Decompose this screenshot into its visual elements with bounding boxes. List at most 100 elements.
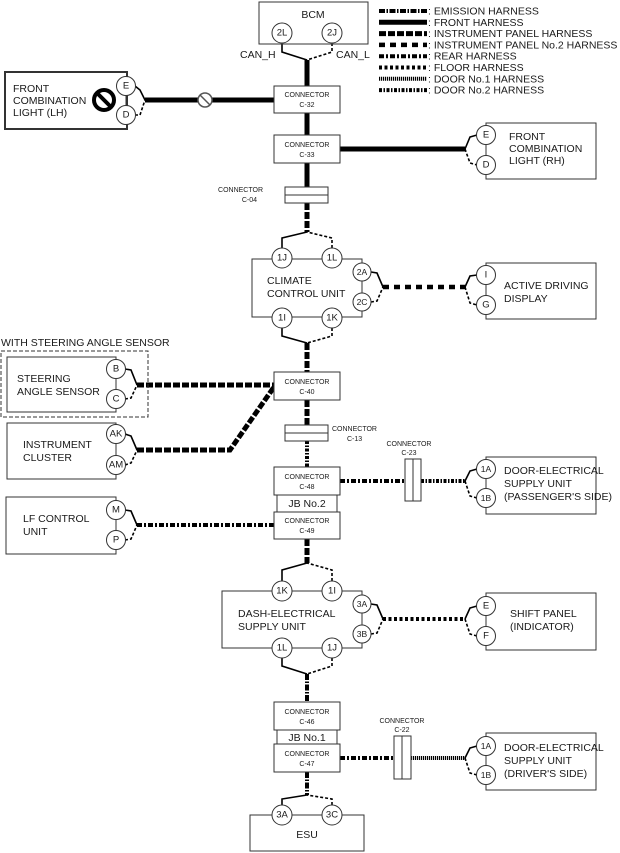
pin-1J: 1J (321, 637, 343, 659)
pin-3A: 3A (271, 804, 293, 826)
legend-label-ip2: : INSTRUMENT PANEL No.2 HARNESS (428, 39, 617, 51)
can-h-wire (464, 605, 478, 620)
pin-3A: 3A (352, 594, 372, 614)
pin-C: C (106, 389, 126, 409)
svg-text:AM: AM (109, 460, 123, 471)
can-h-wire (281, 562, 308, 581)
pin-1I: 1I (271, 307, 293, 329)
optional-equipment-boundary (0, 350, 149, 418)
module-climate-control-unit[interactable]: CLIMATE CONTROL UNIT 1J 1L 1I 1K 2A 2C (251, 247, 372, 329)
svg-text:B: B (113, 364, 119, 375)
can-l-wire (306, 658, 333, 675)
pin-1K: 1K (271, 580, 293, 602)
junction-block-2[interactable]: CONNECTOR C-48 JB No.2 CONNECTOR C-49 (273, 466, 341, 540)
can-h-wire (464, 134, 478, 150)
module-door-electrical-supply-unit-passenger[interactable]: DOOR-ELECTRICAL SUPPLY UNIT (PASSENGER'S… (476, 456, 613, 515)
module-dash-electrical-supply-unit[interactable]: DASH-ELECTRICAL SUPPLY UNIT 1K 1I 1L 1J … (221, 580, 372, 659)
svg-text:C-22: C-22 (394, 727, 409, 734)
module-lf-control-unit[interactable]: LF CONTROL UNIT M P (5, 496, 126, 555)
can-h-wire (281, 794, 308, 805)
pin-AM: AM (106, 455, 126, 475)
module-bcm[interactable]: BCM 2L 2J (258, 1, 369, 45)
module-door-electrical-supply-unit-driver[interactable]: DOOR-ELECTRICAL SUPPLY UNIT (DRIVER'S SI… (476, 732, 604, 791)
svg-text:SUPPLY UNIT: SUPPLY UNIT (504, 755, 572, 767)
svg-text:E: E (483, 130, 489, 141)
svg-text:CONTROL UNIT: CONTROL UNIT (267, 288, 346, 300)
svg-text:C-23: C-23 (401, 450, 416, 457)
module-front-combination-light-lh[interactable]: FRONT COMBINATION LIGHT (LH) E D (4, 71, 136, 130)
connector-c40[interactable]: CONNECTOR C-40 (273, 371, 341, 401)
svg-text:DASH-ELECTRICAL: DASH-ELECTRICAL (238, 608, 336, 620)
pin-1L: 1L (321, 247, 343, 269)
module-front-combination-light-rh[interactable]: FRONT COMBINATION LIGHT (RH) E D (476, 122, 597, 180)
module-active-driving-display[interactable]: ACTIVE DRIVING DISPLAY I G (476, 262, 597, 320)
legend-label-front: : FRONT HARNESS (428, 17, 523, 29)
can-l-wire (464, 757, 478, 776)
front-light-lh-label-1: FRONT (13, 83, 50, 95)
legend-label-door2: : DOOR No.2 HARNESS (428, 85, 544, 97)
pin-1I: 1I (321, 580, 343, 602)
can-h-wire (281, 328, 308, 344)
svg-text:3C: 3C (326, 810, 338, 821)
connector-c22[interactable]: CONNECTOR C-22 (380, 718, 425, 780)
module-shift-panel[interactable]: SHIFT PANEL (INDICATOR) E F (476, 592, 597, 651)
svg-text:CONNECTOR: CONNECTOR (285, 379, 330, 386)
svg-text:2J: 2J (327, 28, 337, 39)
svg-text:CONNECTOR: CONNECTOR (387, 441, 432, 448)
svg-text:1B: 1B (481, 770, 492, 780)
svg-text:DOOR-ELECTRICAL: DOOR-ELECTRICAL (504, 465, 604, 477)
connector-c23[interactable]: CONNECTOR C-23 (387, 441, 432, 502)
svg-text:COMBINATION: COMBINATION (509, 143, 582, 155)
harness-wires (124, 43, 478, 805)
legend-label-ip: : INSTRUMENT PANEL HARNESS (428, 28, 592, 40)
svg-text:ESU: ESU (296, 829, 318, 841)
svg-text:2A: 2A (357, 267, 368, 277)
can-l-wire (306, 562, 333, 581)
junction-block-1[interactable]: CONNECTOR C-46 JB No.1 CONNECTOR C-47 (273, 701, 341, 773)
svg-text:FRONT: FRONT (509, 131, 546, 143)
svg-text:STEERING: STEERING (17, 373, 71, 385)
can-l-wire (124, 384, 138, 400)
connector-c13[interactable]: CONNECTOR C-13 (284, 424, 377, 443)
connector-c46 (273, 701, 341, 731)
connector-c04[interactable]: CONNECTOR C-04 (218, 186, 329, 204)
legend-label-rear: : REAR HARNESS (428, 51, 517, 63)
pin-B: B (106, 359, 126, 379)
pin-1L: 1L (271, 637, 293, 659)
can-h-wire (281, 43, 308, 61)
svg-text:E: E (123, 81, 129, 92)
can-l-wire (464, 618, 478, 637)
svg-text:M: M (112, 505, 120, 516)
svg-text:(PASSENGER'S SIDE): (PASSENGER'S SIDE) (504, 491, 612, 503)
module-steering-angle-sensor[interactable]: STEERING ANGLE SENSOR B C (6, 356, 126, 413)
can-h-wire (464, 468, 478, 482)
svg-text:SHIFT PANEL: SHIFT PANEL (510, 608, 577, 620)
can-h-wire (124, 509, 138, 526)
svg-text:SUPPLY UNIT: SUPPLY UNIT (238, 621, 306, 633)
svg-text:CONNECTOR: CONNECTOR (285, 709, 330, 716)
pin-1B: 1B (476, 765, 496, 785)
svg-text:3B: 3B (357, 629, 368, 639)
svg-text:1A: 1A (481, 464, 492, 474)
pin-2C: 2C (352, 292, 372, 312)
pin-2A: 2A (352, 262, 372, 282)
module-instrument-cluster[interactable]: INSTRUMENT CLUSTER AK AM (6, 422, 126, 480)
connector-c33[interactable]: CONNECTOR C-33 (273, 134, 341, 164)
can-h-wire (134, 85, 146, 101)
pin-1B: 1B (476, 488, 496, 508)
can-l-wire (306, 43, 333, 61)
module-esu[interactable]: ESU 3A 3C (249, 804, 365, 852)
can-l-wire (464, 480, 478, 499)
svg-text:C-46: C-46 (299, 719, 314, 726)
connector-c32[interactable]: CONNECTOR C-32 (273, 85, 341, 114)
svg-text:1J: 1J (277, 253, 287, 264)
svg-text:G: G (482, 300, 489, 311)
svg-text:CLUSTER: CLUSTER (23, 452, 72, 464)
pin-E: E (476, 125, 496, 145)
legend: : EMISSION HARNESS: FRONT HARNESS: INSTR… (379, 6, 617, 97)
svg-text:1L: 1L (277, 643, 288, 654)
svg-text:D: D (123, 110, 130, 121)
can-l-wire (464, 148, 478, 166)
svg-text:ANGLE SENSOR: ANGLE SENSOR (17, 386, 100, 398)
front-light-rh-box (485, 122, 597, 180)
